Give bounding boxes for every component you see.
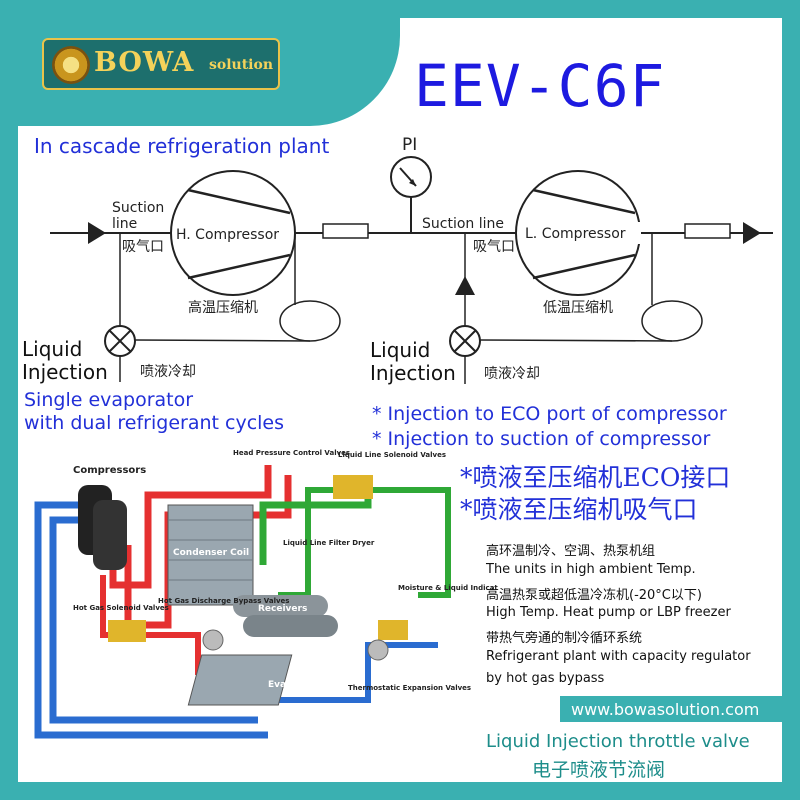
flow-arrow-icon xyxy=(743,222,761,244)
feature-line-4: High Temp. Heat pump or LBP freezer xyxy=(486,605,731,620)
suction-line-left-2: line xyxy=(112,216,137,232)
frame-bottom xyxy=(0,782,800,800)
cascade-diagram: PI Suction line 吸气口 H. Compressor 高温压缩机 … xyxy=(22,135,773,385)
label-moisture: Moisture & Liquid Indicators xyxy=(398,584,498,592)
solenoid-valve-icon xyxy=(108,620,146,642)
product-name-en: Liquid Injection throttle valve xyxy=(486,731,750,752)
pressure-gauge-icon xyxy=(390,156,432,198)
receiver-icon xyxy=(233,595,328,617)
injection-eco-cn: *喷液至压缩机ECO接口 xyxy=(460,463,731,492)
feature-line-5: 带热气旁通的制冷循环系统 xyxy=(486,631,643,646)
solenoid-valve-icon xyxy=(378,620,408,640)
label-liquid-filter: Liquid Line Filter Dryer xyxy=(283,539,375,547)
suction-line-left-1: Suction xyxy=(112,200,164,216)
suction-cn-left: 吸气口 xyxy=(122,239,164,255)
label-receivers: Receivers xyxy=(258,604,307,614)
pi-label: PI xyxy=(402,135,417,155)
expansion-valve-icon xyxy=(367,639,389,661)
label-head-pressure: Head Pressure Control Valves xyxy=(233,449,350,457)
label-hot-gas-solenoid: Hot Gas Solenoid Valves xyxy=(73,604,169,612)
evaporator-coil-icon xyxy=(187,654,293,706)
label-compressors: Compressors xyxy=(73,465,146,476)
injection-suction-text: * Injection to suction of compressor xyxy=(372,428,711,450)
product-name-cn: 电子喷液节流阀 xyxy=(532,759,666,781)
logo-brand-text: BOWA xyxy=(94,47,195,78)
label-hot-gas-bypass: Hot Gas Discharge Bypass Valves xyxy=(158,597,289,605)
label-condenser: Condenser Coil xyxy=(173,548,249,558)
flow-arrow-icon xyxy=(88,222,106,244)
liquid-injection-right-2: Injection xyxy=(370,361,456,385)
liquid-injection-right-cn: 喷液冷却 xyxy=(484,366,540,382)
label-evaporator: Evaporator Coil xyxy=(268,680,346,690)
injection-suction-cn: *喷液至压缩机吸气口 xyxy=(460,495,698,524)
liquid-injection-right-1: Liquid xyxy=(370,338,430,362)
liquid-injection-left-2: Injection xyxy=(22,360,108,384)
flow-arrow-icon xyxy=(455,276,475,295)
model-title: EEV-C6F xyxy=(414,52,666,120)
solenoid-valve-icon xyxy=(333,475,373,499)
feature-line-6: Refrigerant plant with capacity regulato… xyxy=(486,649,751,664)
feature-line-7: by hot gas bypass xyxy=(486,671,605,686)
feature-line-2: The units in high ambient Temp. xyxy=(486,562,696,577)
logo-emblem-icon xyxy=(52,46,90,84)
h-compressor-cn: 高温压缩机 xyxy=(188,299,258,316)
label-liquid-line-solenoid: Liquid Line Solenoid Valves xyxy=(338,451,446,459)
feature-line-3: 高温热泵或超低温冷冻机(-20°C以下) xyxy=(486,588,702,603)
logo-sub-text: solution xyxy=(209,57,274,73)
suction-line-right: Suction line xyxy=(422,216,504,232)
feature-line-1: 高环温制冷、空调、热泵机组 xyxy=(486,544,656,559)
suction-cn-right: 吸气口 xyxy=(473,239,515,255)
bypass-valve-icon xyxy=(202,629,224,651)
frame-right xyxy=(782,0,800,800)
liquid-injection-left-cn: 喷液冷却 xyxy=(140,364,196,380)
label-txv: Thermostatic Expansion Valves xyxy=(348,684,471,692)
injection-eco-text: * Injection to ECO port of compressor xyxy=(372,403,727,425)
l-compressor-cn: 低温压缩机 xyxy=(543,300,613,316)
condenser-coil-icon xyxy=(167,504,254,606)
liquid-injection-left-1: Liquid xyxy=(22,337,82,361)
frame-left xyxy=(0,0,18,800)
l-compressor-label: L. Compressor xyxy=(525,226,626,242)
frame-top xyxy=(0,0,800,18)
h-compressor-label: H. Compressor xyxy=(176,227,279,243)
dual-cycles-text: with dual refrigerant cycles xyxy=(24,412,285,434)
url-bar xyxy=(560,696,782,722)
brand-logo[interactable]: BOWA solution xyxy=(42,38,280,90)
single-evaporator-text: Single evaporator xyxy=(24,389,194,411)
website-link[interactable]: www.bowasolution.com xyxy=(571,700,760,719)
cascade-title: In cascade refrigeration plant xyxy=(34,134,330,158)
refrigeration-system-illustration: Compressors Head Pressure Control Valves… xyxy=(34,449,498,739)
